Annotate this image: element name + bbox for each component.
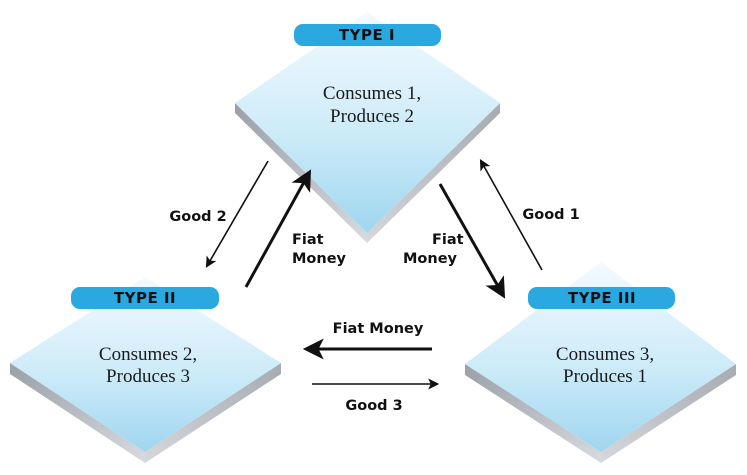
label-fiat-bottom: Fiat Money <box>333 321 424 337</box>
label-fiat-left-2: Money <box>292 251 347 267</box>
arrow-good-2 <box>205 160 269 268</box>
badge-type-3: TYPE III <box>528 287 675 309</box>
badge-label: TYPE III <box>568 289 636 307</box>
badge-type-1: TYPE I <box>294 24 441 46</box>
label-good-3: Good 3 <box>345 398 402 414</box>
badge-label: TYPE II <box>114 289 176 307</box>
label-fiat-right-2: Money <box>403 251 458 267</box>
badge-label: TYPE I <box>339 26 395 44</box>
tile-type-1 <box>235 12 500 243</box>
label-fiat-left-1: Fiat <box>292 232 324 248</box>
tile-type-2 <box>10 277 281 463</box>
arrow-fiat-money-left <box>244 169 312 288</box>
node-line-consumes: Consumes 3, <box>556 344 654 365</box>
tile-type-3 <box>465 262 736 463</box>
arrow-good-1 <box>479 159 543 271</box>
node-line-produces: Produces 2 <box>330 106 414 127</box>
node-line-produces: Produces 3 <box>106 366 190 387</box>
node-line-consumes: Consumes 1, <box>323 83 421 104</box>
arrow-fiat-money-right <box>438 183 506 299</box>
node-type-2: TYPE II Consumes 2, Produces 3 <box>10 277 281 463</box>
badge-type-2: TYPE II <box>71 287 219 309</box>
label-fiat-right-1: Fiat <box>432 232 464 248</box>
label-good-1: Good 1 <box>522 207 579 223</box>
node-type-3: TYPE III Consumes 3, Produces 1 <box>465 262 736 463</box>
node-line-consumes: Consumes 2, <box>99 344 197 365</box>
node-line-produces: Produces 1 <box>563 366 647 387</box>
node-type-1: TYPE I Consumes 1, Produces 2 <box>235 12 500 243</box>
label-good-2: Good 2 <box>169 209 226 225</box>
